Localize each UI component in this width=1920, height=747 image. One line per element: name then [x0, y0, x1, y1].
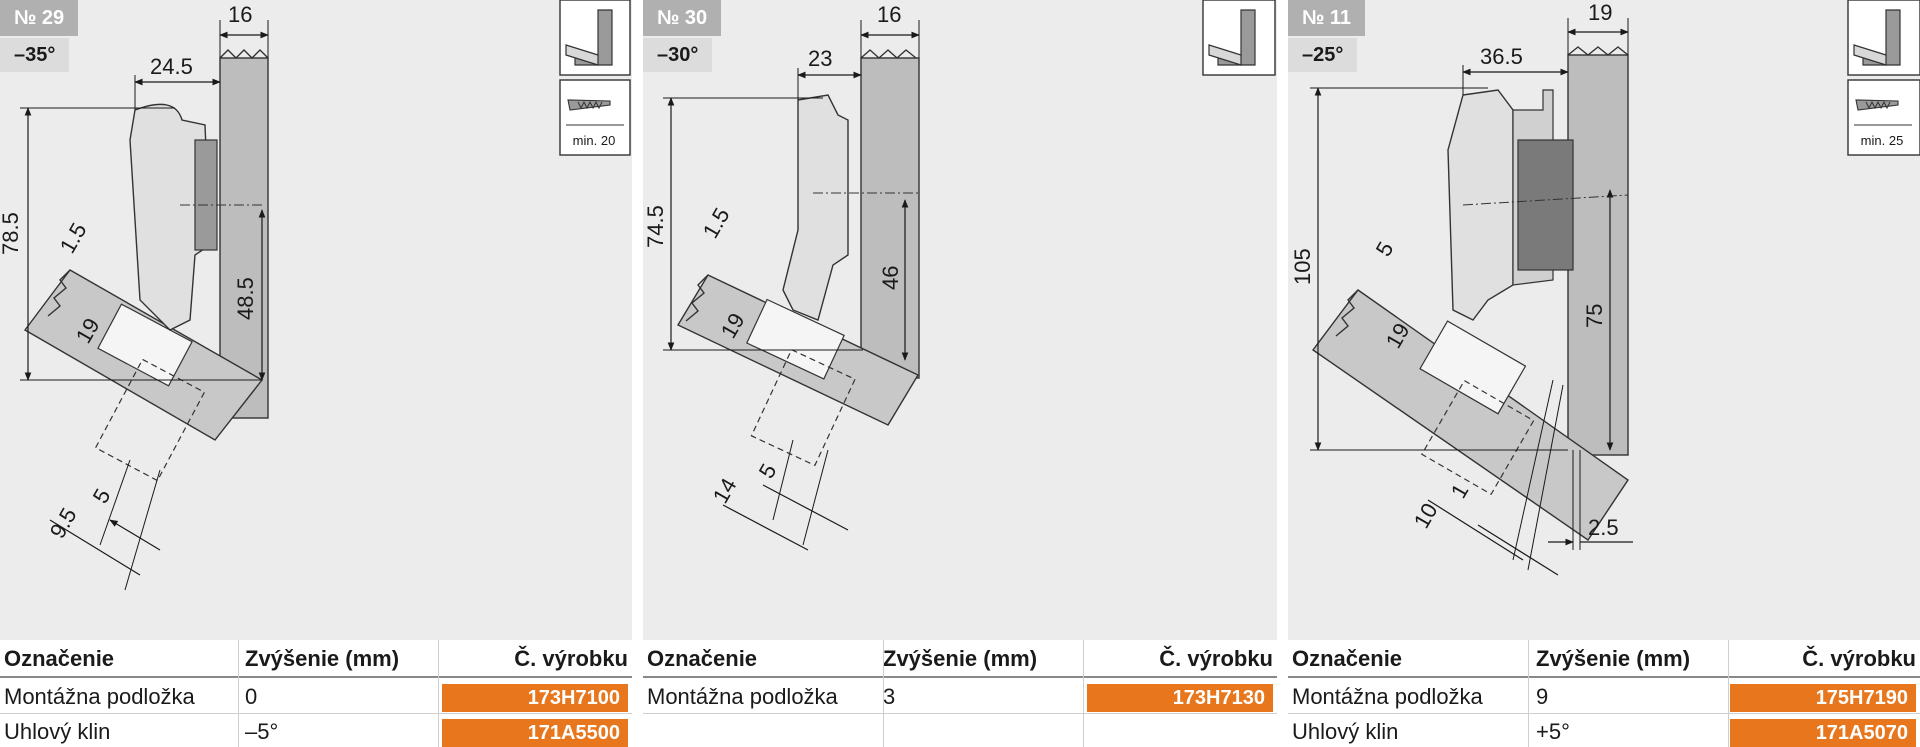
dim-label: 75 — [1582, 304, 1607, 328]
hinge-panel-11: 19 36.5 105 5 19 75 1 10 2.5 min. 25 № 1… — [1288, 0, 1920, 747]
dim-label: 5 — [1371, 237, 1399, 260]
hinge-number-badge: № 30 — [643, 0, 722, 36]
product-table: Označenie Zvýšenie (mm) Č. výrobku Montá… — [1288, 640, 1920, 747]
mounting-plate-icon — [559, 0, 631, 76]
table-header-row: Označenie Zvýšenie (mm) Č. výrobku — [0, 640, 632, 678]
hinge-panel-30: 16 23 74.5 1.5 19 46 5 14 № 30 –30° Ozna… — [643, 0, 1277, 747]
col-divider — [438, 640, 439, 747]
screw-icon: min. 25 — [1847, 79, 1920, 156]
dim-label: 10 — [1409, 499, 1443, 533]
table-row — [643, 715, 1277, 747]
col-divider — [1728, 640, 1729, 747]
dim-label: 46 — [878, 266, 903, 290]
mounting-plate-icon — [1202, 0, 1276, 76]
table-row: Uhlový klin –5° 171A5500 — [0, 715, 632, 747]
dim-label: 48.5 — [233, 277, 258, 320]
dim-label: 2.5 — [1588, 515, 1619, 540]
col-divider — [238, 640, 239, 747]
col-header-name: Označenie — [647, 646, 758, 671]
cell-height: +5° — [1536, 719, 1570, 744]
dim-label: 19 — [1588, 0, 1612, 25]
cell-name: Uhlový klin — [1292, 719, 1399, 744]
product-table: Označenie Zvýšenie (mm) Č. výrobku Montá… — [643, 640, 1277, 747]
screw-min-label: min. 20 — [573, 133, 616, 148]
dim-label: 9.5 — [45, 504, 82, 543]
dim-label: 1.5 — [698, 204, 735, 243]
table-row: Montážna podložka 0 173H7100 — [0, 680, 632, 714]
col-header-code: Č. výrobku — [514, 646, 628, 671]
product-code-badge: 173H7100 — [442, 684, 628, 712]
cell-name: Montážna podložka — [4, 684, 195, 709]
dim-label: 105 — [1290, 248, 1315, 285]
cell-height: 3 — [883, 684, 896, 709]
product-code-badge: 175H7190 — [1730, 684, 1916, 712]
dim-label: 74.5 — [643, 205, 668, 248]
dim-label: 24.5 — [150, 54, 193, 79]
dim-label: 23 — [808, 46, 832, 71]
dim-label: 78.5 — [0, 212, 23, 255]
col-divider — [883, 640, 884, 747]
dim-label: 5 — [754, 459, 782, 482]
table-header-row: Označenie Zvýšenie (mm) Č. výrobku — [643, 640, 1277, 678]
hinge-drawing: 19 36.5 105 5 19 75 1 10 2.5 min. 25 — [1290, 0, 1920, 576]
col-header-code: Č. výrobku — [1802, 646, 1916, 671]
product-code-badge: 171A5070 — [1730, 719, 1916, 747]
opening-angle-badge: –25° — [1288, 38, 1358, 72]
col-divider — [1528, 640, 1529, 747]
col-header-height: Zvýšenie (mm) — [883, 646, 1038, 671]
dim-label: 36.5 — [1480, 44, 1523, 69]
hinge-panel-29: 16 24.5 78.5 1.5 19 48.5 5 9.5 min. 20 №… — [0, 0, 632, 747]
table-header-row: Označenie Zvýšenie (mm) Č. výrobku — [1288, 640, 1920, 678]
dim-label: 1 — [1446, 479, 1474, 502]
cell-name: Uhlový klin — [4, 719, 111, 744]
dim-label: 14 — [708, 474, 742, 508]
cell-name: Montážna podložka — [647, 684, 838, 709]
dim-label: 1.5 — [55, 219, 92, 258]
col-header-name: Označenie — [1292, 646, 1403, 671]
dim-label: 16 — [228, 2, 252, 27]
col-header-height: Zvýšenie (mm) — [1536, 646, 1691, 671]
hinge-number-badge: № 29 — [0, 0, 79, 36]
opening-angle-badge: –30° — [643, 38, 713, 72]
col-header-code: Č. výrobku — [1159, 646, 1273, 671]
col-header-name: Označenie — [4, 646, 115, 671]
table-row: Uhlový klin +5° 171A5070 — [1288, 715, 1920, 747]
opening-angle-badge: –35° — [0, 38, 70, 72]
cell-height: 9 — [1536, 684, 1549, 709]
screw-icon: min. 20 — [559, 79, 631, 156]
col-header-height: Zvýšenie (mm) — [245, 646, 400, 671]
product-code-badge: 171A5500 — [442, 719, 628, 747]
col-divider — [1083, 640, 1084, 747]
cell-height: –5° — [245, 719, 279, 744]
hinge-number-badge: № 11 — [1288, 0, 1365, 36]
cell-name: Montážna podložka — [1292, 684, 1483, 709]
dim-label: 5 — [88, 484, 116, 507]
dim-label: 16 — [877, 2, 901, 27]
cell-height: 0 — [245, 684, 258, 709]
screw-min-label: min. 25 — [1861, 133, 1904, 148]
mounting-plate-icon — [1847, 0, 1920, 76]
table-row: Montážna podložka 9 175H7190 — [1288, 680, 1920, 714]
table-row: Montážna podložka 3 173H7130 — [643, 680, 1277, 714]
hinge-drawing: 16 23 74.5 1.5 19 46 5 14 — [643, 0, 1276, 551]
hinge-drawing: 16 24.5 78.5 1.5 19 48.5 5 9.5 min. 20 — [0, 0, 631, 591]
product-code-badge: 173H7130 — [1087, 684, 1273, 712]
product-table: Označenie Zvýšenie (mm) Č. výrobku Montá… — [0, 640, 632, 747]
